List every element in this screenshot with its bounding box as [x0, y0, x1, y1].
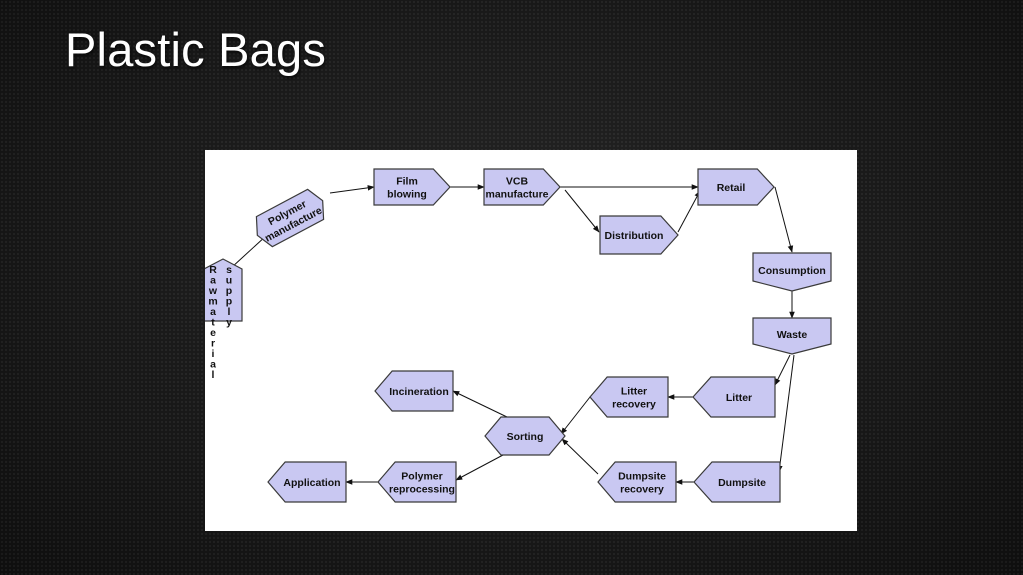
node-distribution: Distribution: [599, 215, 679, 255]
edge-polymer-to-film: [329, 185, 375, 194]
node-consumption: Consumption: [752, 252, 832, 292]
node-label: Incineration: [389, 386, 449, 398]
edge-raw-to-polymer: [230, 234, 268, 269]
node-shape: [752, 252, 832, 292]
node-shape: [693, 461, 781, 503]
node-litter: Litter: [692, 376, 776, 418]
node-label: Application: [283, 477, 340, 489]
node-application: Application: [267, 461, 347, 503]
node-label: Consumption: [758, 265, 826, 277]
node-shape: [692, 376, 776, 418]
node-label: Waste: [777, 329, 808, 341]
node-shape: [484, 416, 566, 456]
node-shape: [599, 215, 679, 255]
node-shape: [752, 317, 832, 355]
node-label: Sorting: [507, 431, 544, 443]
node-label: Dumpsite: [718, 477, 766, 489]
node-shape: [597, 461, 677, 503]
edge-sorting-to-incineration: [452, 390, 508, 418]
edge-dumpsite-recovery-to-sorting: [561, 438, 599, 475]
node-shape: [697, 168, 775, 206]
node-shape: [255, 188, 325, 248]
node-polymer: Polymermanufacture: [255, 188, 325, 248]
node-shape: [377, 461, 457, 503]
node-shape: [483, 168, 561, 206]
node-dumpsite: Dumpsite: [693, 461, 781, 503]
node-shape: [205, 258, 243, 322]
slide-title: Plastic Bags: [65, 23, 327, 76]
node-label: Distribution: [605, 230, 664, 242]
edge-litter-recovery-to-sorting: [560, 396, 591, 435]
edge-sorting-to-polymer-reprocessing: [455, 454, 504, 481]
node-shape: [267, 461, 347, 503]
edge-retail-to-consumption: [774, 186, 794, 253]
node-shape: [374, 370, 454, 412]
edge-distribution-to-retail: [677, 190, 701, 233]
edge-waste-to-litter: [774, 354, 791, 386]
node-sorting: Sorting: [484, 416, 566, 456]
node-shape: [589, 376, 669, 418]
edge-vcb-to-distribution: [564, 189, 600, 233]
node-incineration: Incineration: [374, 370, 454, 412]
node-retail: Retail: [697, 168, 775, 206]
node-shape: [373, 168, 451, 206]
node-label: Retail: [717, 182, 746, 194]
edges-layer: [230, 184, 795, 485]
edge-waste-to-dumpsite: [777, 354, 795, 473]
node-waste: Waste: [752, 317, 832, 355]
node-label: Litter: [726, 392, 752, 404]
